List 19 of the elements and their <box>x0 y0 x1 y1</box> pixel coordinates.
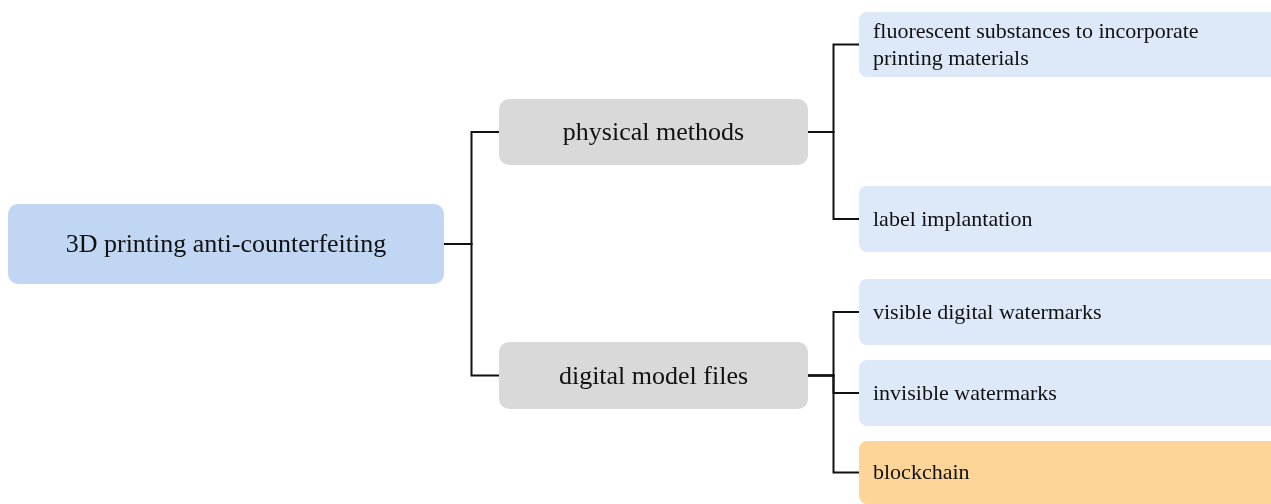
branch-node <box>499 99 808 165</box>
node-label: digital model files <box>558 359 749 392</box>
node-label: physical methods <box>562 116 745 148</box>
connector-line <box>807 374 860 474</box>
root-node <box>8 204 444 284</box>
node-label: fluorescent substances to incorporate printing materials <box>873 18 1200 71</box>
leaf-node <box>859 186 1271 252</box>
node-label: label implantation <box>873 205 1033 233</box>
node-label: 3D printing anti-counterfeiting <box>65 228 387 260</box>
node-label: blockchain <box>873 459 970 486</box>
leaf-node <box>859 279 1271 345</box>
node-label: visible digital watermarks <box>873 298 1102 326</box>
leaf-node <box>859 12 1271 77</box>
node-label: invisible watermarks <box>873 379 1057 407</box>
connector-line <box>807 131 860 220</box>
branch-node <box>499 342 808 409</box>
leaf-node <box>859 441 1271 504</box>
leaf-node <box>859 360 1271 426</box>
connector-line <box>443 243 500 377</box>
